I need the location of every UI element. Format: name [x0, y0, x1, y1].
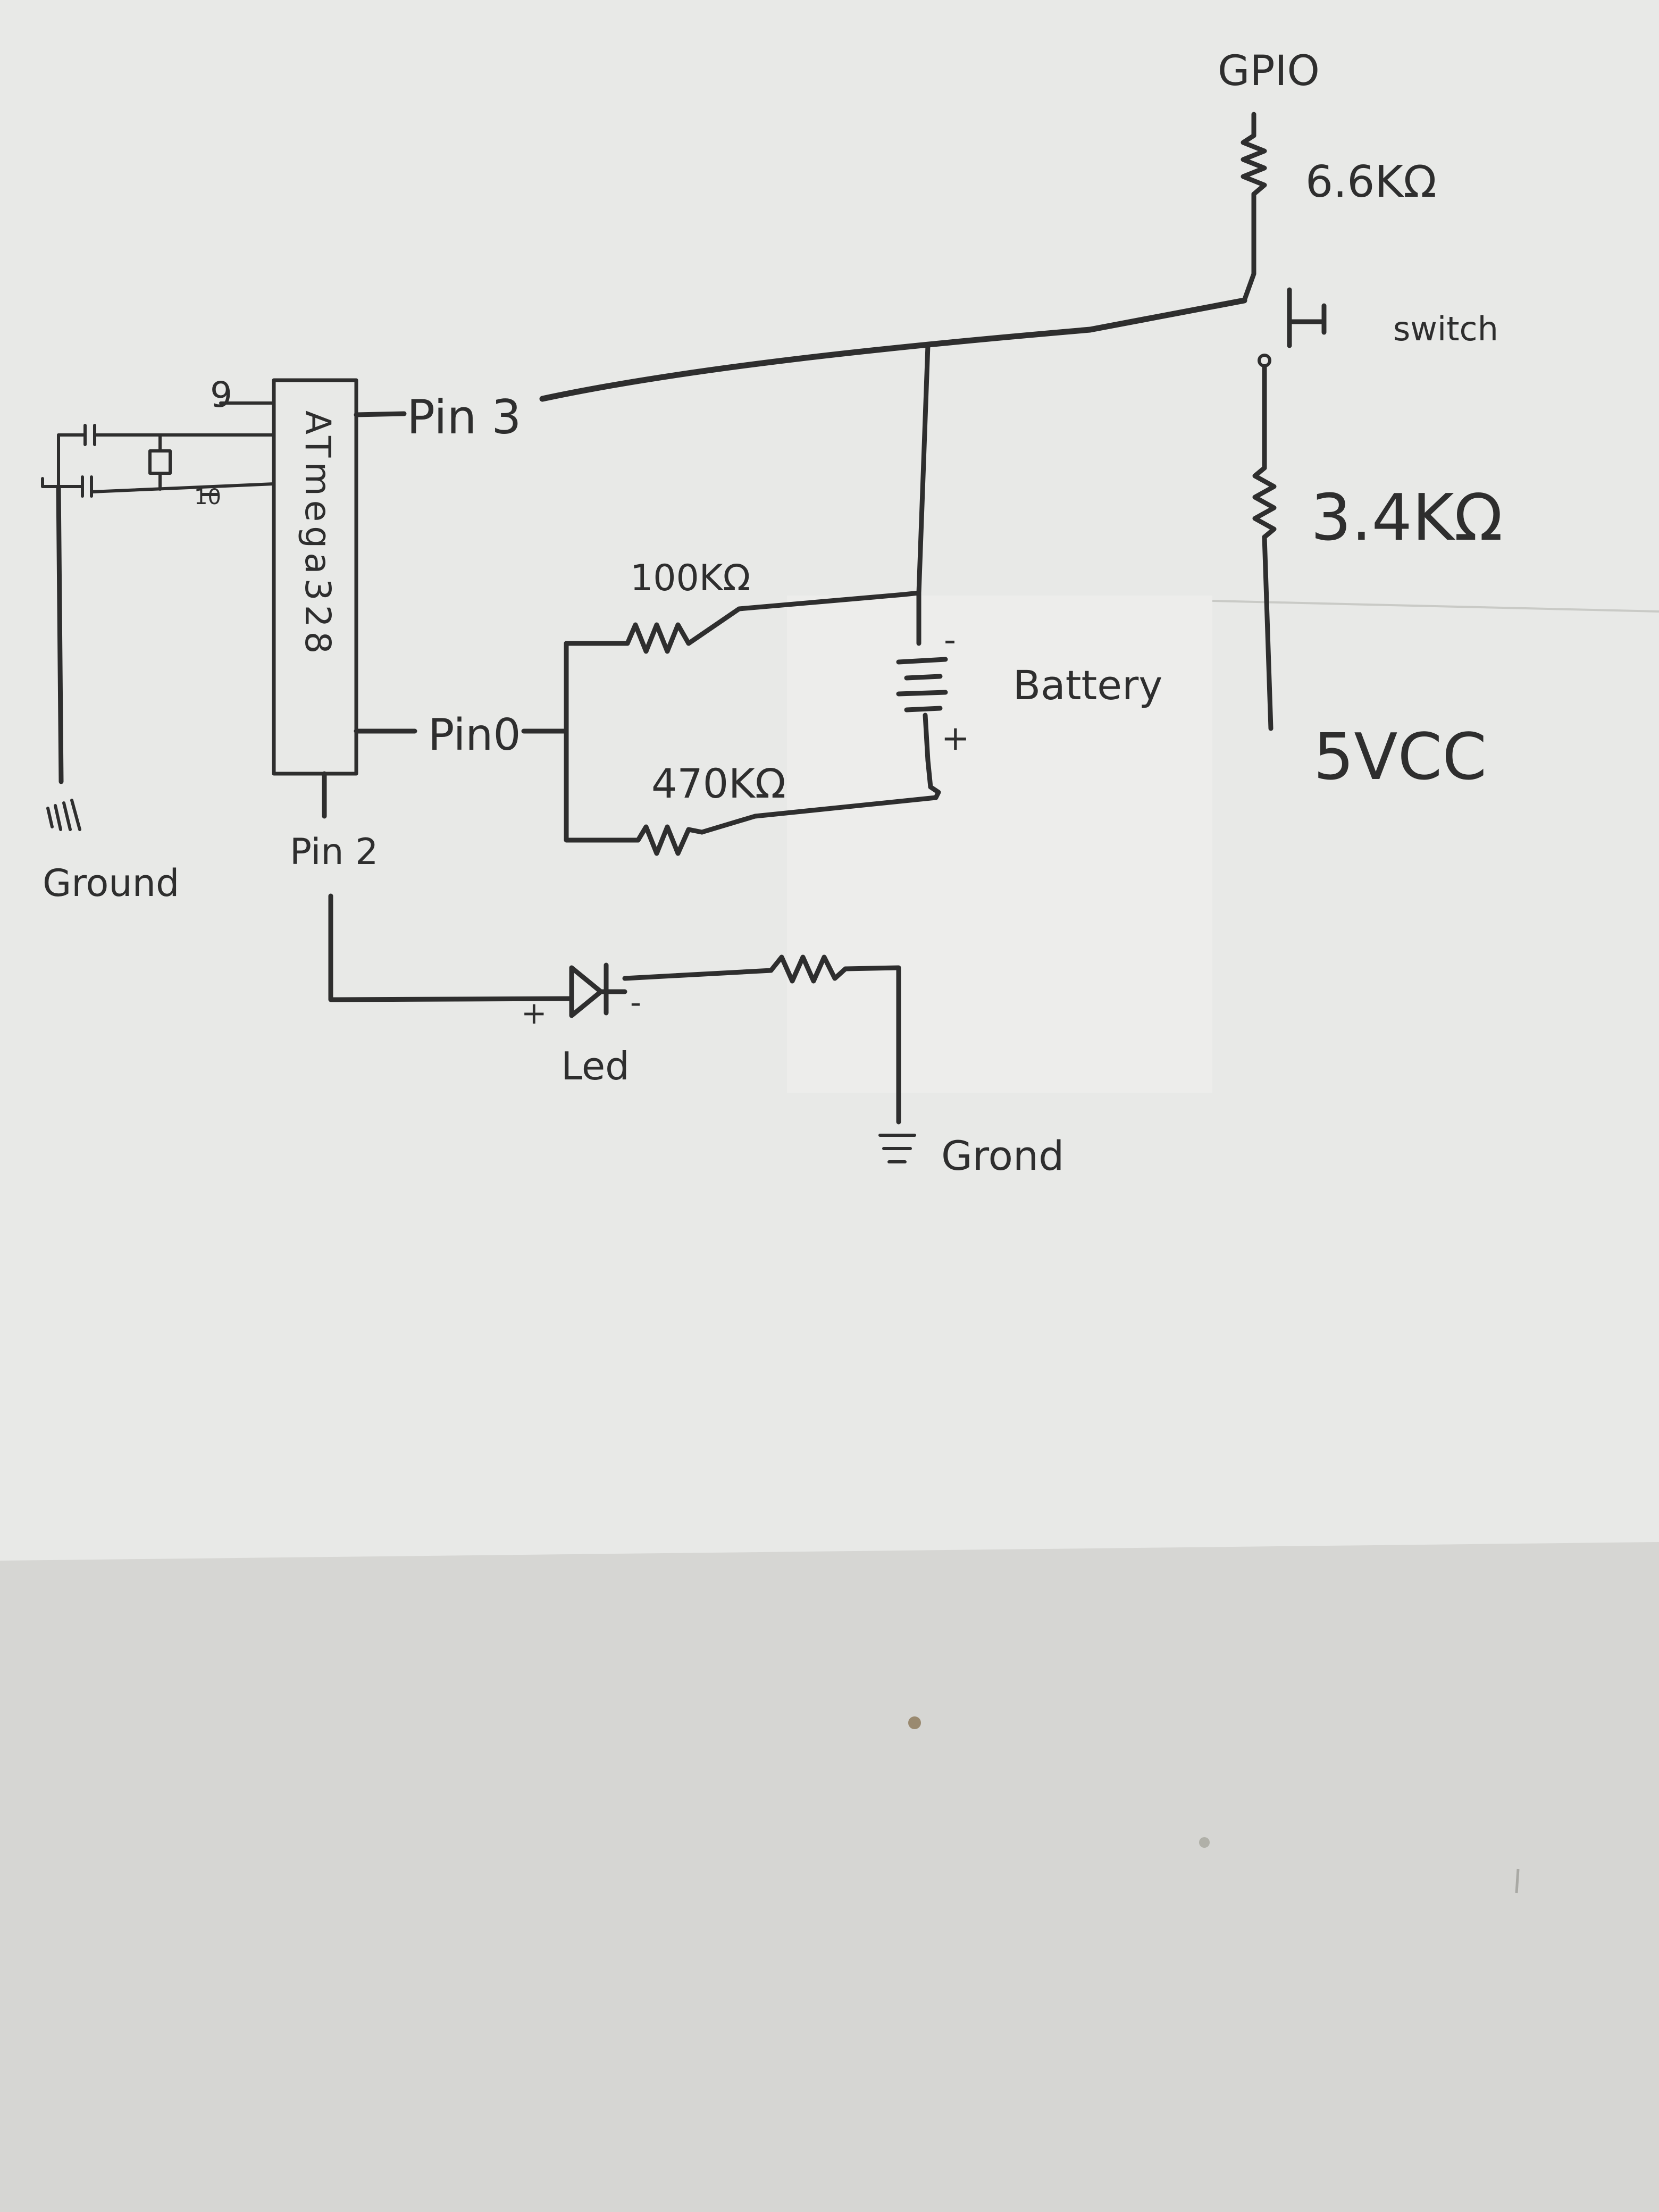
led-label: Led — [561, 1044, 630, 1088]
ground-left-label: Ground — [43, 861, 179, 905]
crystal-circuit — [41, 401, 275, 498]
switch-label: switch — [1393, 309, 1498, 348]
pin2-wire — [328, 893, 574, 1002]
gpio-wire — [1242, 191, 1256, 303]
vcc-wire — [1262, 534, 1273, 731]
resistor-100k-symbol — [625, 622, 691, 654]
resistor-100k-label: 100KΩ — [630, 557, 750, 599]
ground-bottom-label: Grond — [941, 1132, 1064, 1179]
led-minus-label: - — [630, 984, 641, 1020]
paper-seam — [1212, 600, 1659, 613]
divider-frame-wire — [564, 641, 641, 843]
paper-overlay — [787, 596, 1212, 1093]
led-ground-wire — [843, 965, 901, 1125]
vcc-label: 5VCC — [1313, 720, 1487, 794]
led-plus-label: + — [521, 995, 547, 1031]
resistor-3-4k-label: 3.4KΩ — [1311, 481, 1503, 555]
wire-100k-to-battery — [686, 590, 921, 646]
led-symbol — [569, 962, 627, 1018]
ground-left-wire — [56, 484, 64, 784]
chip-label: ATmega328 — [297, 410, 338, 658]
resistor-470k-label: 470KΩ — [651, 760, 786, 807]
pin0-label: Pin0 — [428, 710, 521, 760]
ground-left-symbol — [46, 799, 81, 831]
ground-bottom-symbol — [878, 1134, 916, 1163]
speck — [1199, 1837, 1210, 1848]
pin3-wire — [539, 297, 1247, 402]
battery-minus-label: - — [944, 621, 956, 660]
battery-plus-label: + — [941, 719, 970, 758]
resistor-6-6k-symbol — [1241, 133, 1267, 197]
battery-label: Battery — [1013, 661, 1162, 709]
crystal-pin10-label: 10 — [194, 485, 221, 509]
pin2-label: Pin 2 — [290, 831, 378, 873]
scratch — [1515, 1869, 1520, 1893]
resistor-3-4k-symbol — [1252, 465, 1277, 540]
resistor-led-symbol — [768, 954, 848, 984]
gpio-label: GPIO — [1218, 47, 1320, 95]
wire-battery-to-470k — [699, 758, 941, 835]
atmega-chip — [272, 378, 358, 776]
battery-symbol — [896, 657, 948, 763]
pin3-label: Pin 3 — [407, 390, 521, 445]
pin3-stub — [354, 411, 407, 417]
led-to-resistor-wire — [622, 968, 774, 981]
battery-tap-wire — [916, 343, 931, 596]
crystal-pin9-label: 9 — [210, 374, 232, 415]
speck — [908, 1716, 921, 1729]
resistor-470k-symbol — [635, 824, 705, 856]
resistor-6-6k-label: 6.6KΩ — [1305, 157, 1437, 207]
